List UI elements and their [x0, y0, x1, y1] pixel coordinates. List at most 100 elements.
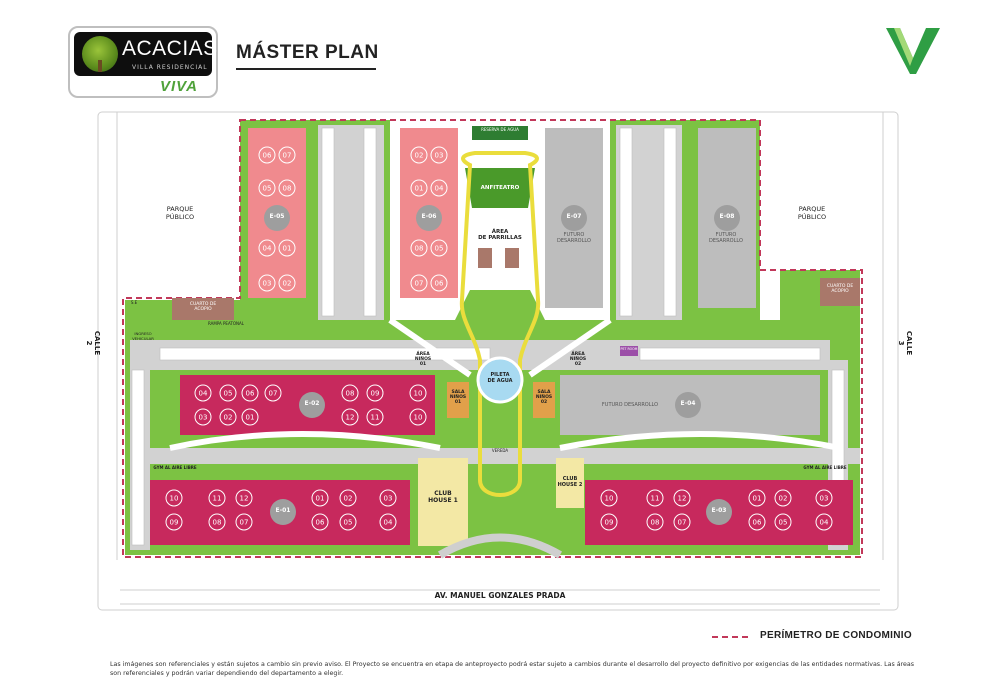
kids-room-1 [447, 382, 469, 418]
page-title: MÁSTER PLAN [236, 42, 379, 63]
e01-unit-10-circle [339, 513, 357, 531]
walkways [169, 317, 841, 451]
e05-unit-1: 07 [283, 152, 292, 160]
e03-unit-4: 02 [779, 495, 788, 503]
street-right-label: CALLE 3 [897, 330, 913, 356]
e06-unit-1-circle [430, 146, 448, 164]
building-e01 [150, 480, 410, 545]
e02-unit-11-circle [366, 408, 384, 426]
e02-unit-0-circle [194, 384, 212, 402]
e06-unit-0-circle [410, 146, 428, 164]
e06-unit-1: 03 [435, 152, 444, 160]
e01-unit-6: 09 [170, 519, 179, 527]
e01-unit-2: 12 [240, 495, 249, 503]
building-e05 [248, 128, 306, 298]
e02-unit-8: 02 [224, 414, 233, 422]
e01-unit-3: 01 [316, 495, 325, 503]
e03-unit-8-circle [673, 513, 691, 531]
e02-unit-9-circle [241, 408, 259, 426]
e06-unit-4-circle [410, 239, 428, 257]
e02-unit-8-circle [219, 408, 237, 426]
e01-unit-2-circle [235, 489, 253, 507]
e05-unit-7: 02 [283, 280, 292, 288]
e01-unit-7: 08 [213, 519, 222, 527]
kids-area-1-label: ÁREA NIÑOS 01 [414, 352, 432, 367]
e05-unit-0-circle [258, 146, 276, 164]
e06-unit-5-circle [430, 239, 448, 257]
park-right-label: PARQUE PÚBLICO [797, 205, 827, 221]
e03-unit-9-circle [748, 513, 766, 531]
amphitheater [465, 168, 535, 208]
e02-unit-1-circle [219, 384, 237, 402]
e02-unit-0: 04 [199, 390, 208, 398]
viva-v-icon [886, 28, 940, 74]
brand-tagline: VIVA [160, 78, 198, 95]
e03-unit-8: 07 [678, 519, 687, 527]
e03-unit-0: 10 [605, 495, 614, 503]
e03-unit-11-circle [815, 513, 833, 531]
e01-unit-1: 11 [213, 495, 222, 503]
brand-subtitle: VILLA RESIDENCIAL [132, 64, 208, 71]
e05-unit-6: 03 [263, 280, 272, 288]
e06-unit-2: 01 [415, 185, 424, 193]
e05-unit-2: 05 [263, 185, 272, 193]
e07-label: E-07 [566, 213, 582, 220]
e01-unit-7-circle [208, 513, 226, 531]
logo-panel: ACACIAS VILLA RESIDENCIAL [74, 32, 217, 76]
e02-unit-7-circle [194, 408, 212, 426]
e02-unit-5: 09 [371, 390, 380, 398]
park-left-label: PARQUE PÚBLICO [165, 205, 195, 221]
e03-unit-0-circle [600, 489, 618, 507]
street-lines [97, 111, 899, 611]
e01-unit-5-circle [379, 489, 397, 507]
e03-unit-1-circle [646, 489, 664, 507]
e06-unit-3-circle [430, 179, 448, 197]
e03-unit-6: 09 [605, 519, 614, 527]
e06-unit-0: 02 [415, 152, 424, 160]
perimeter-legend-swatch [712, 636, 748, 638]
e01-unit-9: 06 [316, 519, 325, 527]
e06-unit-7-circle [430, 274, 448, 292]
tree-trunk [98, 60, 102, 72]
pet-room-label: PET ROOM [620, 347, 638, 351]
e08-future-label: FUTURO DESARROLLO [709, 232, 743, 244]
e06-label: E-06 [421, 213, 437, 220]
parking-stalls [131, 127, 845, 546]
e03-label: E-03 [711, 507, 727, 514]
e06-unit-6: 07 [415, 280, 424, 288]
building-e06 [400, 128, 458, 298]
e02-unit-2-circle [241, 384, 259, 402]
title-underline [236, 68, 376, 70]
e02-label: E-02 [304, 400, 320, 407]
e05-unit-7-circle [278, 274, 296, 292]
e01-unit-4: 02 [344, 495, 353, 503]
e01-unit-8: 07 [240, 519, 249, 527]
e02-unit-10: 12 [346, 414, 355, 422]
substation-label: S.E [130, 300, 138, 305]
e02-unit-9: 01 [246, 414, 255, 422]
perimeter-legend-label: PERÍMETRO DE CONDOMINIO [760, 630, 912, 641]
amphitheater-label: ANFITEATRO [480, 185, 520, 191]
e03-unit-3: 01 [753, 495, 762, 503]
e06-unit-7: 06 [435, 280, 444, 288]
e05-unit-4: 04 [263, 245, 272, 253]
e03-unit-2-circle [673, 489, 691, 507]
kids-room-2-label: SALA NIÑOS 02 [535, 390, 553, 405]
e01-unit-0-circle [165, 489, 183, 507]
pet-room [620, 346, 638, 356]
club-house-1 [418, 458, 468, 546]
e06-unit-3: 04 [435, 185, 444, 193]
walkway-label: VEREDA [491, 448, 509, 453]
e03-unit-6-circle [600, 513, 618, 531]
e01-unit-3-circle [311, 489, 329, 507]
kids-room-2 [533, 382, 555, 418]
e04-label: E-04 [680, 400, 696, 407]
e05-label: E-05 [269, 213, 285, 220]
building-e04 [560, 375, 820, 435]
e05-unit-0: 06 [263, 152, 272, 160]
kids-area-2-label: ÁREA NIÑOS 02 [569, 352, 587, 367]
e01-unit-9-circle [311, 513, 329, 531]
grill-area-label: ÁREA DE PARRILLAS [478, 229, 522, 241]
grill-area [478, 248, 519, 268]
